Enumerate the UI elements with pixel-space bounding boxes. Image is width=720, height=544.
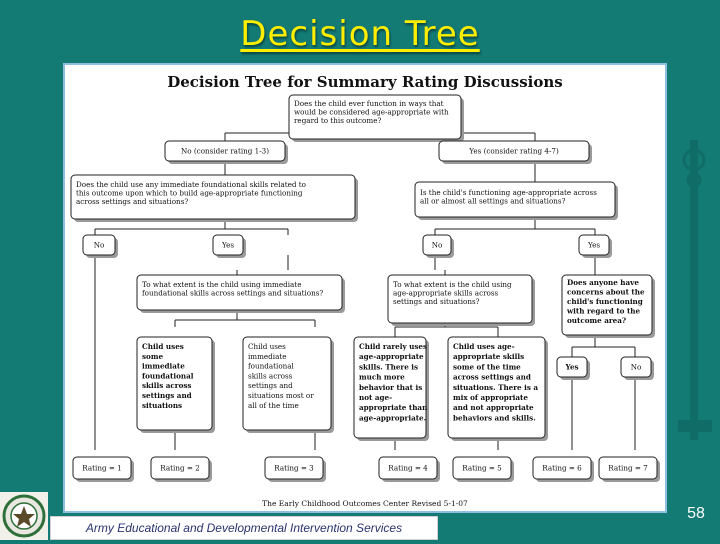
box-text-line: across settings and situations? [76,197,188,206]
footer-text: Army Educational and Developmental Inter… [86,521,402,535]
box-text-line: across settings and [453,373,531,382]
box-text-line: Yes (consider rating 4-7) [468,147,559,156]
rating-box-3: Rating = 3 [265,457,326,482]
box-text-line: concerns about the [567,288,645,297]
box-text-line: immediate [142,362,185,371]
box-text-line: Yes [564,363,578,372]
box-text-line: immediate [248,352,287,361]
box-text-line: situations most or [248,391,314,400]
box-text-line: age-appropriate [359,352,424,361]
box-text-line: mix of appropriate [453,393,528,402]
leaf-rarely-box: Child rarely usesage-appropriateskills. … [354,337,429,441]
rating-box-5: Rating = 5 [453,457,514,482]
no-branch-box: No (consider rating 1-3) [165,141,288,164]
page-number: 58 [676,505,716,523]
box-text-line: Rating = 5 [462,464,502,473]
box-text-line: age-appropriate. [359,413,426,422]
box-text-line: foundational [248,362,295,371]
box-text-line: behavior that is [359,383,422,392]
rating-box-6: Rating = 6 [533,457,594,482]
box-text-line: Rating = 7 [608,464,648,473]
box-text-line: No [631,363,642,372]
rating-box-1: Rating = 1 [73,457,134,482]
extent-foundational-box: To what extent is the child using immedi… [137,275,345,313]
diagram-credit: The Early Childhood Outcomes Center Revi… [262,499,468,508]
box-text-line: outcome area? [567,316,626,325]
box-text-line: settings and [248,381,293,390]
box-text-line: all or almost all settings and situation… [420,197,566,206]
box-text-line: child's functioning [567,297,643,306]
box-text-line: Rating = 3 [274,464,314,473]
box-text-line: Child uses age- [453,342,515,351]
box-text-line: some of the time [453,362,521,371]
box-text-line: regard to this outcome? [294,116,381,125]
box-text-line: Rating = 2 [160,464,199,473]
seal-logo-icon [0,492,48,540]
label-no-left: No [83,235,118,258]
box-text-line: No [432,241,443,250]
box-text-line: No [94,241,105,250]
box-text-line: settings and situations? [393,297,480,306]
box-text-line: and not appropriate [453,403,534,412]
foundational-question-box: Does the child use any immediate foundat… [71,175,358,222]
box-text-line: No (consider rating 1-3) [181,147,269,156]
box-text-line: skills across [142,381,191,390]
box-text-line: situations [142,401,182,410]
extent-age-box: To what extent is the child usingage-app… [388,275,535,326]
scales-of-justice-icon [670,120,720,460]
box-text-line: with regard to the [566,307,640,316]
label-yes-right: Yes [579,235,612,258]
label-yes-concern: Yes [557,357,590,380]
label-yes-left: Yes [213,235,246,258]
box-text-line: Child rarely uses [359,342,427,351]
rating-box-7: Rating = 7 [599,457,660,482]
box-text-line: Yes [221,241,234,250]
diagram-frame: Decision Tree for Summary Rating Discuss… [63,63,667,513]
label-no-concern: No [621,357,654,380]
box-text-line: skills. There is [359,362,418,371]
box-text-line: Yes [587,241,600,250]
box-text-line: Rating = 6 [542,464,582,473]
rating-box-2: Rating = 2 [151,457,212,482]
box-text-line: not age- [359,393,392,402]
diagram-title: Decision Tree for Summary Rating Discuss… [167,73,562,91]
yes-branch-box: Yes (consider rating 4-7) [439,141,592,164]
age-appropriate-question-box: Is the child's functioning age-appropria… [415,182,618,220]
box-text-line: Rating = 1 [82,464,121,473]
box-text-line: foundational skills across settings and … [142,289,323,298]
box-text-line: some [142,352,163,361]
root-question-box: Does the child ever function in ways tha… [289,95,464,142]
box-text-line: Child uses [142,342,184,351]
box-text-line: appropriate than [359,403,428,412]
box-text-line: behaviors and skills. [453,413,536,422]
box-text-line: settings and [142,391,192,400]
box-text-line: skills across [248,371,293,380]
box-text-line: all of the time [248,401,299,410]
leaf-some-foundational-box: Child usessomeimmediatefoundationalskill… [137,337,215,433]
box-text-line: much more [359,373,405,382]
label-no-right: No [423,235,454,258]
box-text-line: Rating = 4 [388,464,428,473]
rating-box-4: Rating = 4 [379,457,440,482]
footer-bar: Army Educational and Developmental Inter… [50,516,438,540]
box-text-line: Child uses [248,342,286,351]
box-text-line: appropriate skills [453,352,524,361]
box-text-line: situations. There is a [453,383,538,392]
slide-title: Decision Tree [0,14,720,54]
decision-tree-diagram: Decision Tree for Summary Rating Discuss… [65,65,665,511]
box-text-line: Does anyone have [567,278,639,287]
box-text-line: foundational [142,371,194,380]
